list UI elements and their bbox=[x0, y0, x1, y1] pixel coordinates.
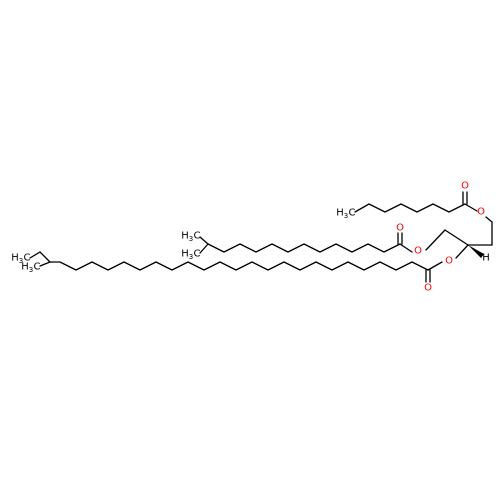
mid-chain-bonds bbox=[207, 243, 401, 253]
middle-acyl-chain bbox=[199, 232, 413, 254]
ch3-low-b-c: C bbox=[34, 262, 41, 273]
methyl-low-b-label: H 3 C bbox=[21, 262, 40, 275]
ch3-low-a-subscript: 3 bbox=[19, 257, 23, 265]
mid-branch-b bbox=[199, 243, 209, 254]
ch3-low-b-h: H bbox=[21, 262, 29, 273]
low-chain-bonds bbox=[49, 261, 429, 271]
glycerol-backbone bbox=[425, 229, 493, 259]
methyl-low-a-label: H 3 C bbox=[11, 253, 30, 266]
ch3-top-h: H bbox=[336, 208, 344, 219]
glycerol-c2-c3 bbox=[444, 229, 469, 246]
ch3-mid-b-h: H bbox=[181, 249, 189, 260]
methyl-mid-a-label: H 3 C bbox=[181, 231, 200, 244]
ch3-mid-b-subscript: 3 bbox=[189, 253, 193, 261]
methyl-mid-b-label: H 3 C bbox=[181, 249, 200, 262]
low-branch-ethyl-a bbox=[39, 251, 51, 263]
methyl-top-label: H 3 C bbox=[336, 208, 355, 221]
low-branch-methyl bbox=[39, 261, 51, 267]
carbonyl-oxygen-middle: O bbox=[396, 223, 404, 234]
ester-oxygen-lower: O bbox=[445, 256, 453, 267]
top-chain-bonds bbox=[354, 203, 466, 213]
ch3-top-c: C bbox=[349, 208, 356, 219]
mid-ester-o-to-carbonyl bbox=[399, 243, 413, 253]
ch3-mid-a-h: H bbox=[181, 231, 189, 242]
top-ester-o-to-ch2 bbox=[485, 216, 493, 223]
ester-oxygen-top: O bbox=[477, 207, 485, 218]
atom-labels: O O O O O O H H 3 C H 3 C H 3 C H 3 C bbox=[11, 181, 490, 294]
ch3-mid-a-c: C bbox=[194, 231, 201, 242]
ch3-top-subscript: 3 bbox=[344, 212, 348, 220]
ch3-mid-a-subscript: 3 bbox=[189, 235, 193, 243]
low-branch-ethyl-b bbox=[29, 251, 41, 259]
stereo-wedge bbox=[468, 245, 484, 258]
top-acyl-chain bbox=[354, 191, 493, 246]
glycerol-c3-to-mid-o bbox=[425, 229, 446, 251]
top-carbonyl-to-ester-o bbox=[464, 203, 478, 212]
stereo-hydrogen: H bbox=[482, 253, 490, 264]
ch3-mid-b-c: C bbox=[194, 249, 201, 260]
lower-acyl-chain bbox=[29, 251, 443, 283]
mid-branch-a bbox=[199, 236, 209, 245]
ester-oxygen-middle: O bbox=[414, 246, 422, 257]
carbonyl-oxygen-top: O bbox=[461, 181, 469, 192]
ch3-low-a-c: C bbox=[24, 253, 31, 264]
ch3-low-b-subscript: 3 bbox=[29, 266, 33, 274]
carbonyl-oxygen-lower: O bbox=[424, 283, 432, 294]
ch3-low-a-h: H bbox=[11, 253, 19, 264]
glycerol-c2-to-low-o bbox=[455, 244, 469, 259]
low-ester-o-to-carbonyl bbox=[427, 261, 443, 271]
